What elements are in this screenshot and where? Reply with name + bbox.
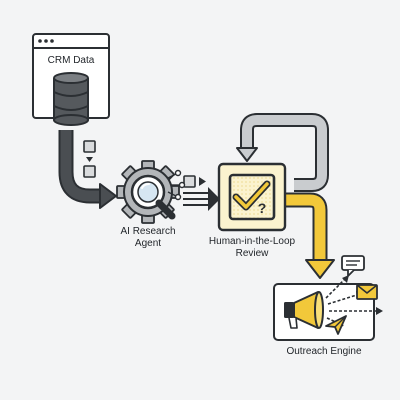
megaphone-icon <box>284 291 324 329</box>
ai-research-agent-label: AI Research Agent <box>113 226 183 250</box>
ai-research-agent-label-line2: Agent <box>134 238 162 249</box>
feedback-loop-connector <box>236 113 329 192</box>
human-review-label-line1: Human-in-the-Loop <box>208 236 296 247</box>
chat-bubble-icon <box>341 255 365 277</box>
review-to-outreach-connector <box>286 192 335 279</box>
agent-to-review-connector <box>183 175 220 211</box>
paper-plane-icon <box>325 315 347 335</box>
data-packet-icons <box>83 140 96 178</box>
crm-data-node <box>32 33 110 126</box>
crm-data-label: CRM Data <box>47 55 95 66</box>
human-review-label: Human-in-the-Loop Review <box>197 236 307 260</box>
database-window-icon <box>32 33 110 126</box>
human-review-node: ? <box>217 162 287 232</box>
outreach-engine-label: Outreach Engine <box>286 346 362 357</box>
ai-research-agent-node <box>116 160 186 224</box>
outreach-engine-node <box>273 255 383 341</box>
gear-magnifier-icon <box>116 160 186 224</box>
human-review-label-line2: Review <box>235 248 269 259</box>
envelope-icon <box>356 284 378 300</box>
checkbox-question-icon: ? <box>228 173 276 221</box>
crm-to-agent-connector <box>58 130 117 209</box>
ai-research-agent-label-line1: AI Research <box>120 226 176 237</box>
svg-text:?: ? <box>258 200 267 216</box>
